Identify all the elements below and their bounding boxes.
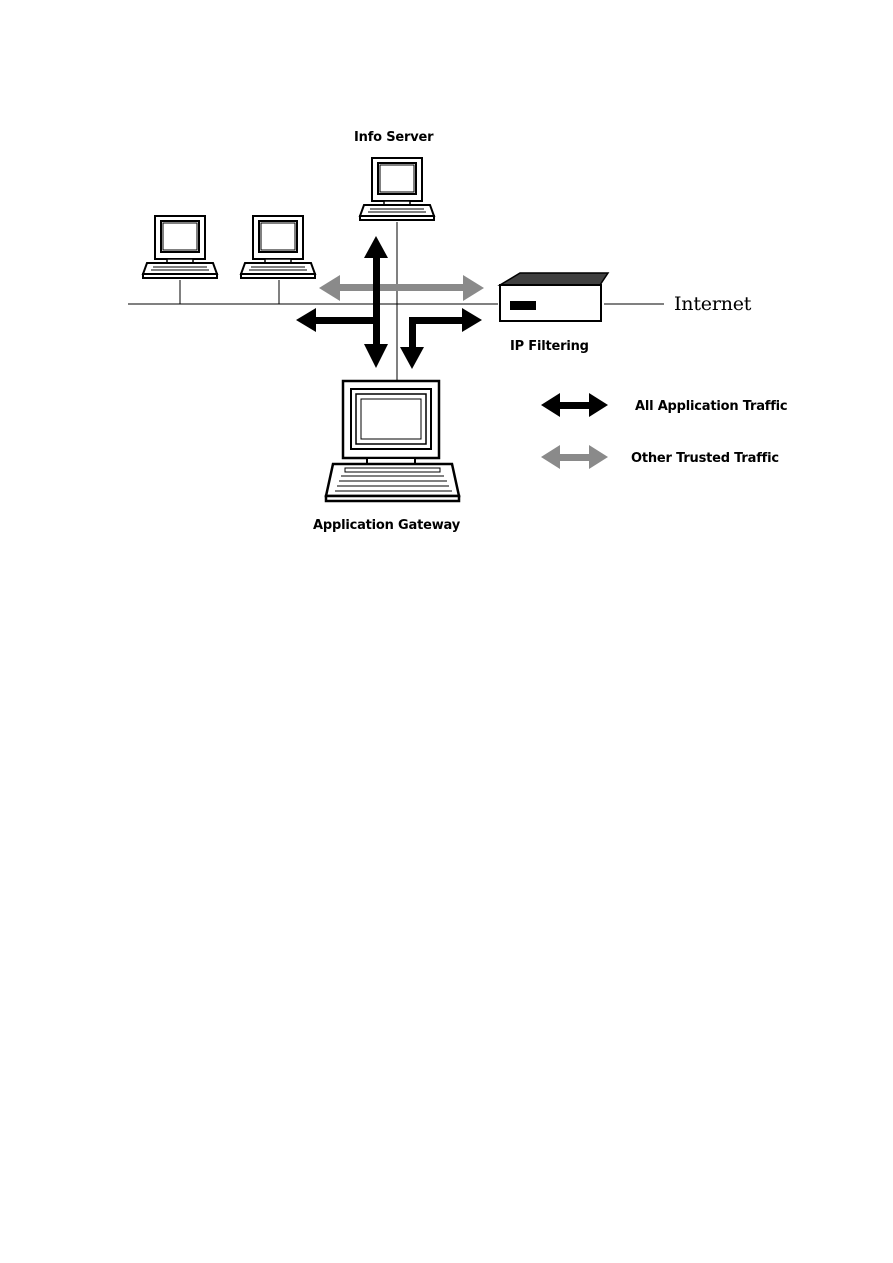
internet-label: Internet [674,293,752,315]
legend-application-traffic-label: All Application Traffic [635,399,788,414]
application-gateway-icon [324,379,461,503]
application-gateway-label: Application Gateway [313,518,460,533]
lan-backbone [128,222,664,384]
ip-filtering-label: IP Filtering [510,339,589,354]
legend-trusted-traffic-swatch [541,445,608,469]
info-server-icon [359,157,435,221]
workstation-2-icon [240,215,316,279]
legend-trusted-traffic-label: Other Trusted Traffic [631,451,779,466]
ip-filtering-router-icon [497,272,610,322]
legend-application-traffic-swatch [541,393,608,417]
workstation-1-icon [142,215,218,279]
trusted-traffic-arrow [319,275,484,301]
application-traffic-arrows [296,236,482,369]
info-server-label: Info Server [354,130,434,145]
